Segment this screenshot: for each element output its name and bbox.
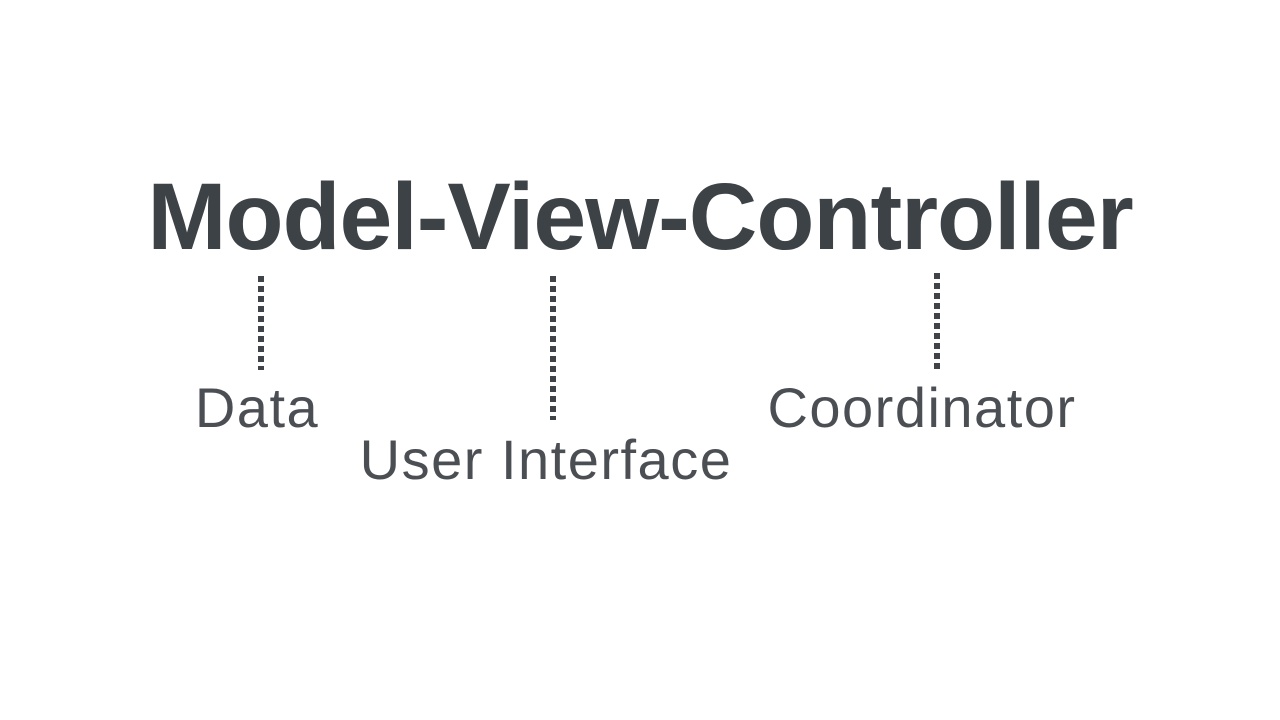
model-dotted-connector-line <box>258 276 264 370</box>
page-title: Model-View-Controller <box>147 164 1133 270</box>
controller-meaning-label: Coordinator <box>767 376 1077 439</box>
controller-dotted-connector-line <box>934 273 940 371</box>
view-meaning-label: User Interface <box>359 428 733 491</box>
model-meaning-label: Data <box>194 376 320 439</box>
view-dotted-connector-line <box>550 276 556 420</box>
